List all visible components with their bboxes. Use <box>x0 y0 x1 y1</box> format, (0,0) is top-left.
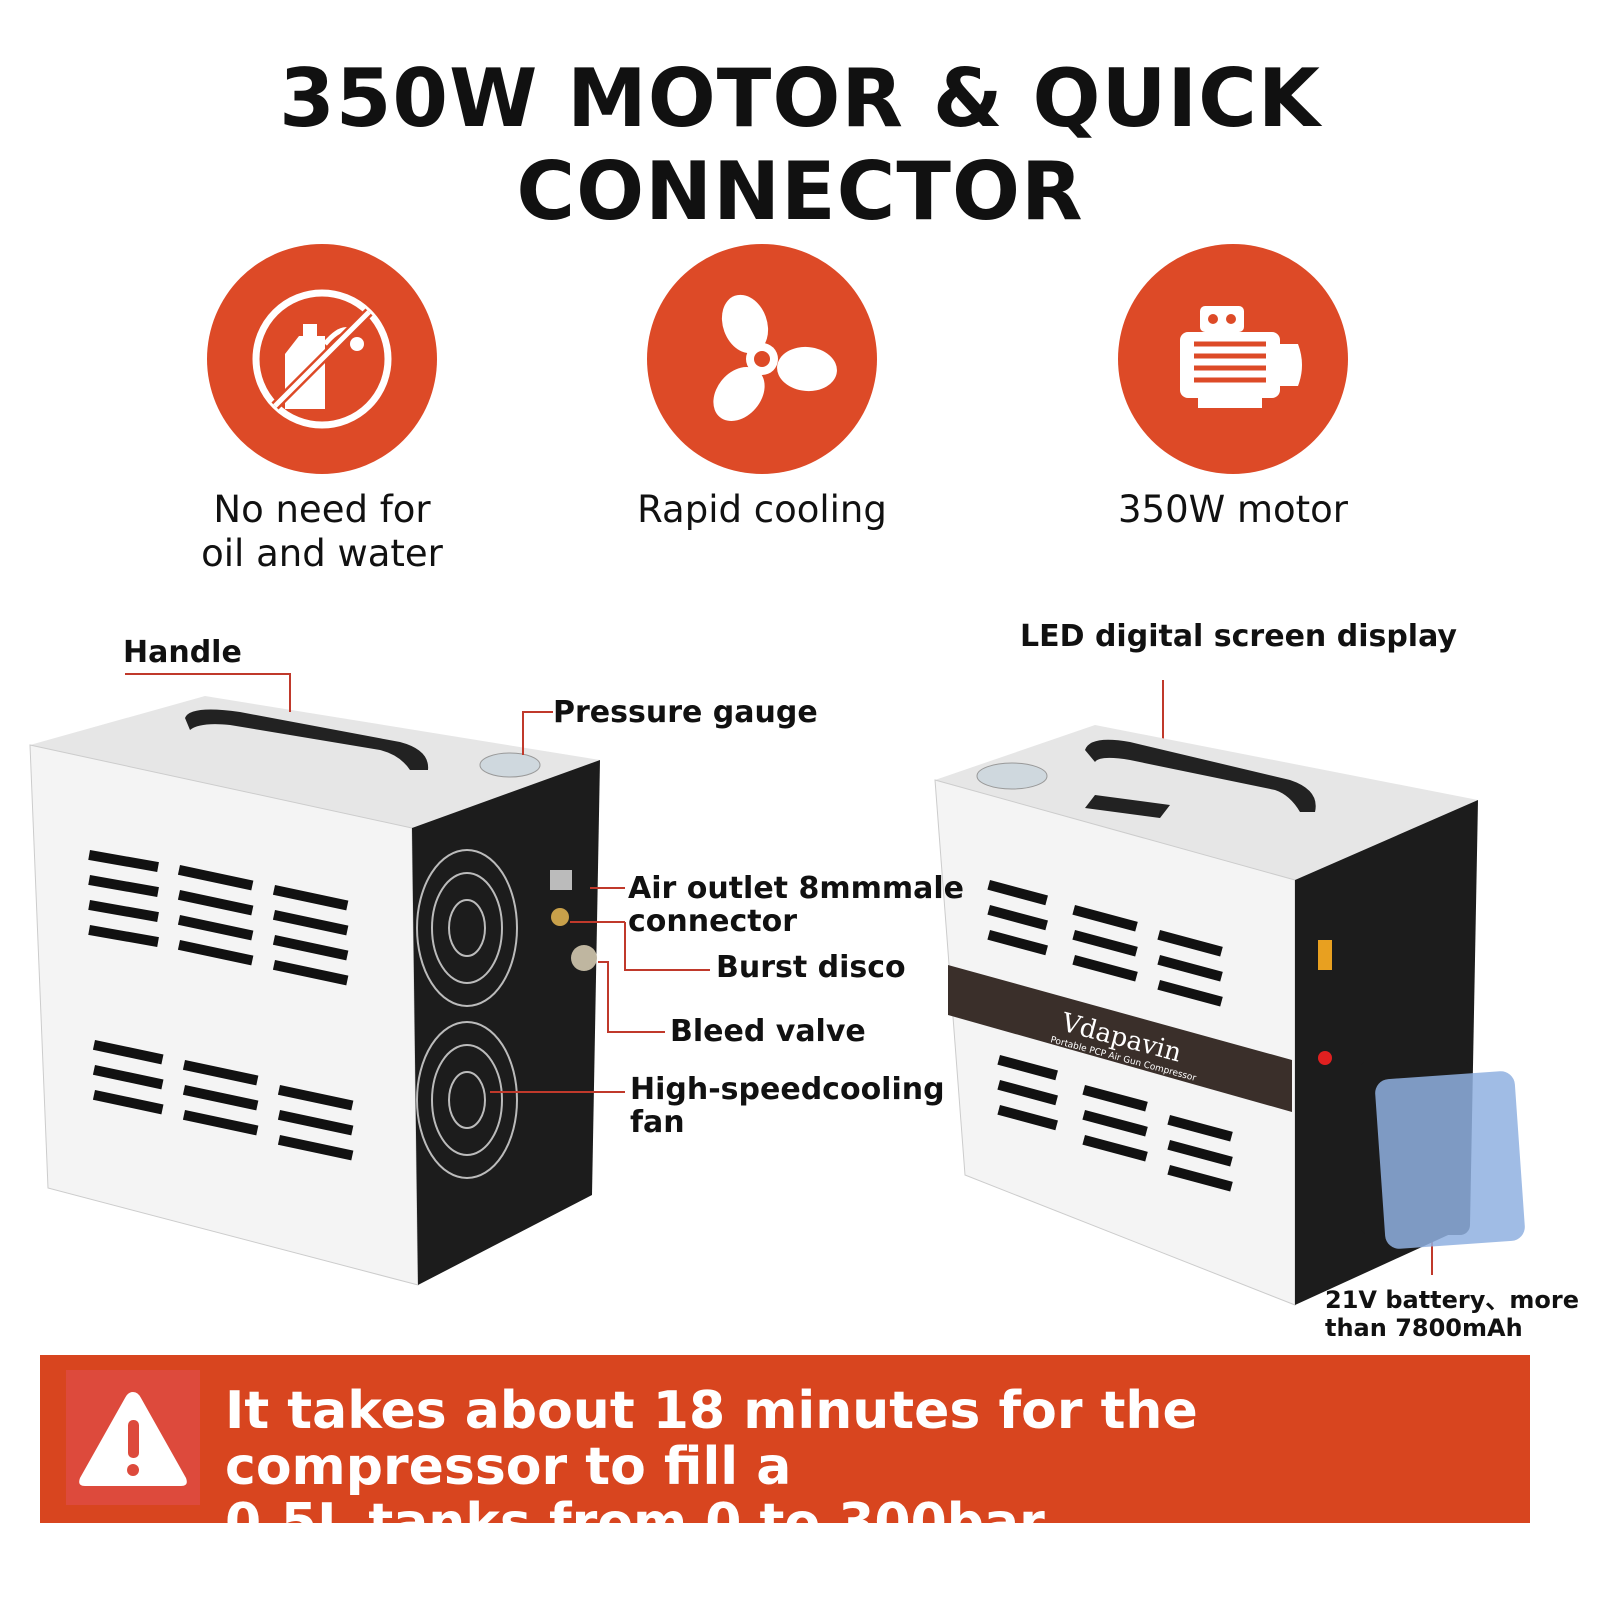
info-banner: It takes about 18 minutes for the compre… <box>40 1355 1530 1551</box>
feature-label: No need for <box>213 488 431 531</box>
callout-led-display: LED digital screen display <box>1020 619 1457 654</box>
callout-battery: 21V battery、more than 7800mAh <box>1325 1286 1579 1342</box>
air-outlet-icon <box>550 870 572 890</box>
power-button-icon <box>1318 1051 1332 1065</box>
callout-burst-disc: Burst disco <box>716 950 906 985</box>
battery-pack-icon <box>1360 1060 1525 1249</box>
feature-label: 350W motor <box>1117 488 1348 531</box>
charge-port-icon <box>1318 940 1332 970</box>
callout-air-outlet: Air outlet 8mmmale connector <box>628 872 964 938</box>
callout-bleed-valve: Bleed valve <box>670 1014 866 1049</box>
cooling-fan-icon <box>416 849 518 1179</box>
banner-line: 0.5L tanks from 0 to 300bar <box>225 1493 1045 1553</box>
callout-cooling-fan: High-speedcooling fan <box>630 1073 945 1139</box>
page-title: 350W MOTOR & QUICK CONNECTOR <box>279 52 1321 238</box>
callout-handle: Handle <box>123 635 242 670</box>
feature-label: Rapid cooling <box>637 488 887 531</box>
led-screen-icon <box>1085 795 1170 818</box>
feature-label: oil and water <box>201 532 443 575</box>
banner-line: It takes about 18 minutes for the compre… <box>225 1381 1198 1497</box>
fan-icon <box>647 244 877 474</box>
callout-text: than 7800mAh <box>1325 1314 1523 1342</box>
feature-350w-motor: 350W motor <box>1033 244 1433 532</box>
brand-band <box>948 965 1292 1112</box>
burst-disc-icon <box>551 908 569 926</box>
no-oil-can-icon <box>207 244 437 474</box>
motor-icon <box>1118 244 1348 474</box>
warning-icon <box>66 1370 200 1505</box>
callout-text: connector <box>628 904 797 939</box>
callout-text: 21V battery、more <box>1325 1286 1580 1314</box>
handle-icon <box>185 709 429 770</box>
pressure-gauge-icon <box>479 752 541 778</box>
feature-rapid-cooling: Rapid cooling <box>562 244 962 532</box>
callout-text: fan <box>630 1105 685 1140</box>
product-images: Vdapavin Portable PCP Air Gun Compressor <box>29 673 1525 1306</box>
right-compressor-image: Vdapavin Portable PCP Air Gun Compressor <box>934 725 1525 1306</box>
banner-text: It takes about 18 minutes for the compre… <box>225 1383 1530 1551</box>
feature-no-oil-water: No need for oil and water <box>122 244 522 576</box>
left-compressor-image <box>29 696 600 1286</box>
callout-text: Air outlet 8mmmale <box>628 871 964 906</box>
bleed-valve-icon <box>571 945 597 971</box>
callout-text: High-speedcooling <box>630 1072 945 1107</box>
callout-pressure-gauge: Pressure gauge <box>553 695 818 730</box>
